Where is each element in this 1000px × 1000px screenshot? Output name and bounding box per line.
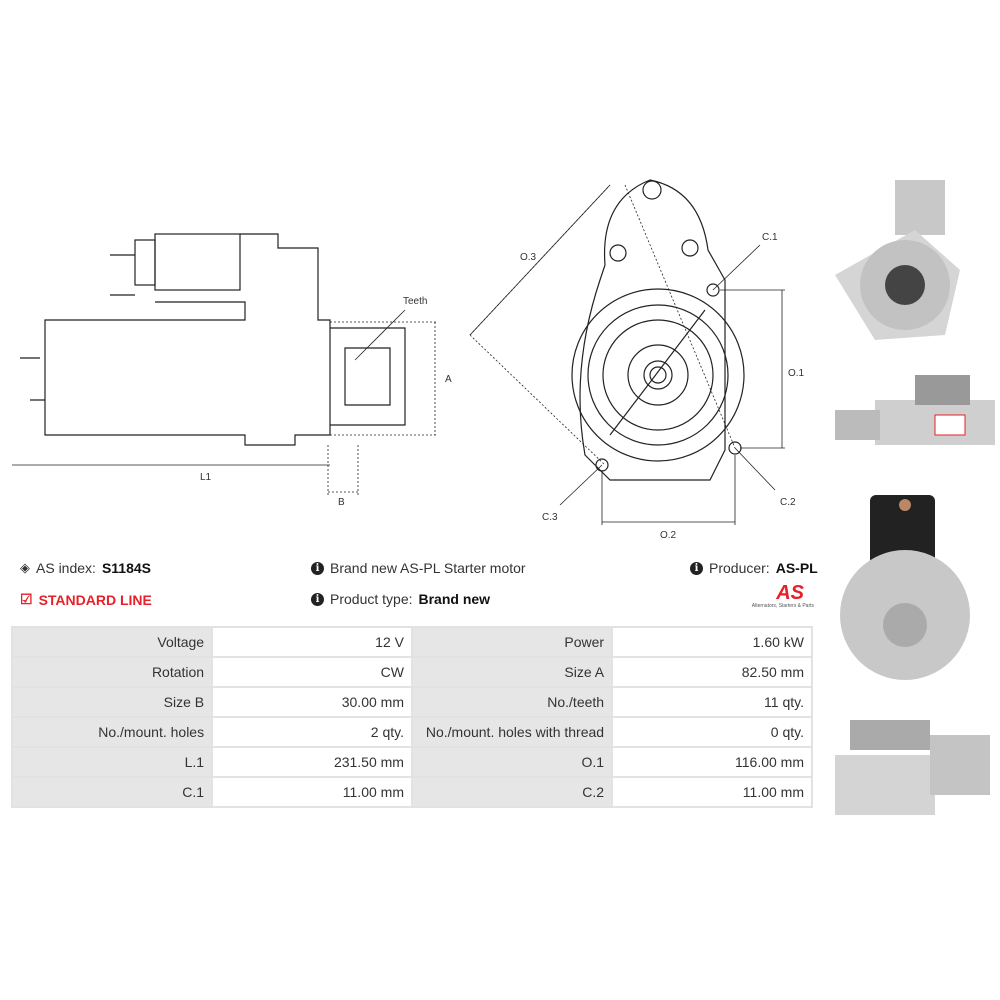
spec-label: No./teeth [410, 686, 614, 718]
producer-label: Producer: [709, 560, 770, 576]
spec-label: Rotation [10, 656, 214, 688]
spec-label: C.2 [410, 776, 614, 808]
spec-value: 231.50 mm [211, 746, 413, 778]
spec-label: Power [410, 626, 614, 658]
as-index-label: AS index: [36, 560, 96, 576]
o3-label: O.3 [520, 252, 537, 263]
photo-rear [840, 495, 970, 680]
logo-tagline: Alternators, Starters & Parts [751, 603, 814, 609]
spec-label: No./mount. holes [10, 716, 214, 748]
spec-value: 11.00 mm [611, 776, 813, 808]
logo-text: AS [776, 582, 804, 604]
product-type-value: Brand new [418, 591, 491, 607]
spec-label: Voltage [10, 626, 214, 658]
description: i Brand new AS-PL Starter motor [311, 560, 526, 576]
l1-label: L1 [200, 472, 212, 483]
spec-value: 2 qty. [211, 716, 413, 748]
info-icon: i [311, 592, 324, 606]
spec-value: 82.50 mm [611, 656, 813, 688]
size-a-label: A [445, 374, 452, 385]
spec-value: 1.60 kW [611, 626, 813, 658]
standard-line: ☑ STANDARD LINE [20, 591, 152, 608]
spec-value: CW [211, 656, 413, 688]
photo-side [835, 375, 995, 445]
spec-label: Size A [410, 656, 614, 688]
teeth-label: Teeth [403, 296, 427, 307]
spec-value: 116.00 mm [611, 746, 813, 778]
spec-label: C.1 [10, 776, 214, 808]
info-icon: i [690, 561, 703, 575]
front-view-drawing: O.3 C.1 O.1 C.2 C.3 O.2 [469, 179, 805, 540]
spec-label: O.1 [410, 746, 614, 778]
tag-icon: ◈ [20, 560, 30, 575]
c3-label: C.3 [542, 512, 558, 523]
technical-drawing: Teeth A L1 B O.3 C.1 O.1 C.2 C.3 O.2 [12, 179, 805, 540]
product-type-label: Product type: [330, 591, 413, 607]
as-pl-logo: AS Alternators, Starters & Parts [722, 583, 814, 609]
product-type: i Product type: Brand new [311, 591, 490, 607]
spec-label: No./mount. holes with thread [410, 716, 614, 748]
o2-label: O.2 [660, 530, 677, 540]
spec-value: 30.00 mm [211, 686, 413, 718]
checkbox-icon: ☑ [20, 591, 33, 607]
spec-label: L.1 [10, 746, 214, 778]
o1-label: O.1 [788, 368, 805, 379]
size-b-label: B [338, 497, 345, 508]
as-index-value: S1184S [101, 560, 151, 576]
spec-value: 0 qty. [611, 716, 813, 748]
producer: i Producer: AS-PL [690, 560, 818, 576]
photo-front [835, 180, 960, 340]
info-icon: i [311, 561, 324, 575]
spec-value: 11 qty. [611, 686, 813, 718]
side-view-drawing: Teeth A L1 B [12, 233, 452, 508]
description-text: Brand new AS-PL Starter motor [330, 560, 526, 576]
as-index: ◈ AS index: S1184S [20, 560, 151, 576]
product-photos [835, 180, 995, 815]
producer-value: AS-PL [775, 560, 818, 576]
c2-label: C.2 [780, 497, 796, 508]
photo-side-2 [835, 720, 990, 815]
spec-value: 11.00 mm [211, 776, 413, 808]
c1-label: C.1 [762, 232, 778, 243]
spec-value: 12 V [211, 626, 413, 658]
line-label: STANDARD LINE [38, 591, 152, 608]
spec-label: Size B [10, 686, 214, 718]
